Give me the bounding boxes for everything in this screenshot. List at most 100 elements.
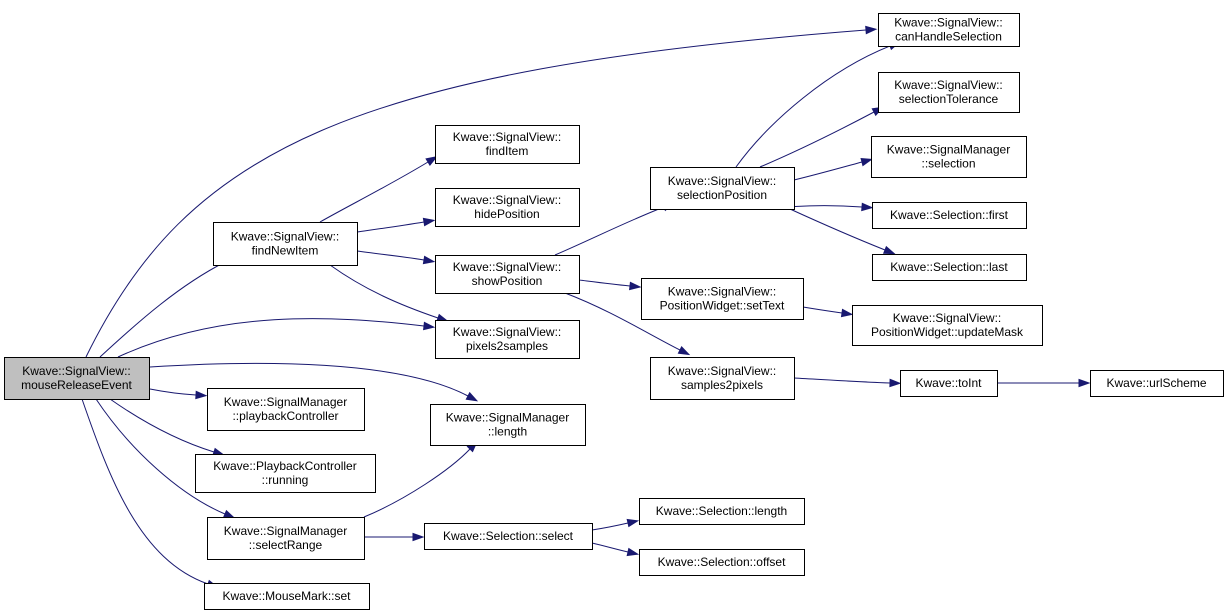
edge-root-to-pixels2samples — [117, 318, 436, 358]
edge-line — [759, 111, 875, 168]
node-label-line: selectionTolerance — [899, 92, 999, 106]
node-label-line: Kwave::Selection::offset — [658, 555, 787, 569]
node-label-line: ::selectRange — [249, 538, 323, 552]
edge-arrowhead — [840, 308, 854, 318]
edge-line — [591, 522, 629, 531]
node-urlScheme[interactable]: Kwave::urlScheme — [1090, 370, 1224, 397]
edge-arrowhead — [626, 518, 640, 528]
edge-findNewItem-to-showPosition — [356, 250, 436, 265]
edge-line — [793, 161, 863, 181]
edge-line — [85, 29, 867, 358]
node-label-line: Kwave::Selection::first — [890, 208, 1009, 222]
node-label-line: Kwave::SignalView:: — [453, 260, 562, 274]
edge-root-to-smLength — [149, 362, 479, 402]
node-box — [204, 583, 370, 610]
node-box — [872, 202, 1027, 229]
node-label-line: PositionWidget::setText — [660, 299, 785, 313]
node-label-line: Kwave::toInt — [915, 376, 982, 390]
edge-root-to-pcRunning — [109, 398, 226, 456]
node-selSelect[interactable]: Kwave::Selection::select — [424, 523, 593, 550]
node-box — [641, 278, 804, 320]
node-label-line: Kwave::PlaybackController — [213, 459, 356, 473]
node-pwUpdateMask[interactable]: Kwave::SignalView::PositionWidget::updat… — [852, 305, 1043, 346]
node-root[interactable]: Kwave::SignalView::mouseReleaseEvent — [4, 357, 150, 400]
edge-line — [356, 250, 425, 261]
node-label-line: Kwave::SignalView:: — [453, 193, 562, 207]
node-label-line: Kwave::SignalView:: — [893, 311, 1002, 325]
node-box — [424, 523, 593, 550]
node-samples2pixels[interactable]: Kwave::SignalView::samples2pixels — [650, 357, 795, 400]
node-box — [650, 357, 795, 400]
node-box — [435, 125, 580, 164]
node-toInt[interactable]: Kwave::toInt — [900, 370, 998, 397]
edge-line — [95, 398, 226, 515]
node-label-line: Kwave::Selection::last — [890, 260, 1008, 274]
node-box — [639, 549, 805, 576]
node-selLength[interactable]: Kwave::Selection::length — [639, 498, 805, 525]
node-label-line: Kwave::SignalView:: — [668, 174, 777, 188]
edge-arrowhead — [465, 391, 479, 402]
node-findNewItem[interactable]: Kwave::SignalView::findNewItem — [213, 222, 358, 266]
node-label-line: Kwave::SignalView:: — [668, 285, 777, 299]
edge-showPosition-to-pwSetText — [578, 279, 642, 291]
edge-line — [81, 398, 209, 585]
node-pcRunning[interactable]: Kwave::PlaybackController::running — [195, 454, 376, 493]
node-findItem[interactable]: Kwave::SignalView::findItem — [435, 125, 580, 164]
node-box — [435, 255, 580, 294]
node-box — [195, 454, 376, 493]
node-label-line: Kwave::Selection::length — [656, 504, 787, 518]
node-label-line: samples2pixels — [681, 378, 763, 392]
edge-toInt-to-urlScheme — [997, 378, 1091, 388]
node-box — [900, 370, 998, 397]
edge-line — [789, 208, 886, 251]
edge-selectRange-to-selSelect — [364, 532, 425, 542]
node-label-line: Kwave::SignalView:: — [231, 230, 340, 244]
node-box — [435, 188, 580, 227]
node-selFirst[interactable]: Kwave::Selection::first — [872, 202, 1027, 229]
node-label-line: pixels2samples — [466, 339, 548, 353]
node-label-line: PositionWidget::updateMask — [871, 325, 1024, 339]
edge-showPosition-to-samples2pixels — [564, 292, 691, 356]
node-label-line: Kwave::SignalManager — [224, 524, 347, 538]
edge-line — [564, 292, 681, 351]
node-smLength[interactable]: Kwave::SignalManager::length — [430, 404, 586, 446]
node-mmSet[interactable]: Kwave::MouseMark::set — [204, 583, 370, 610]
node-showPosition[interactable]: Kwave::SignalView::showPosition — [435, 255, 580, 294]
edge-selectionPosition-to-selLast — [789, 208, 896, 255]
edge-line — [319, 161, 429, 223]
node-selectRange[interactable]: Kwave::SignalManager::selectRange — [207, 517, 365, 560]
node-selOffset[interactable]: Kwave::Selection::offset — [639, 549, 805, 576]
node-playbackController[interactable]: Kwave::SignalManager::playbackController — [207, 388, 365, 431]
edge-arrowhead — [861, 202, 874, 212]
node-label-line: Kwave::SignalManager — [446, 411, 569, 425]
node-smSelection[interactable]: Kwave::SignalManager::selection — [871, 136, 1027, 178]
node-label-line: ::playbackController — [232, 409, 338, 423]
node-selLast[interactable]: Kwave::Selection::last — [872, 254, 1027, 281]
node-canHandleSelection[interactable]: Kwave::SignalView::canHandleSelection — [878, 13, 1020, 47]
node-pwSetText[interactable]: Kwave::SignalView::PositionWidget::setTe… — [641, 278, 804, 320]
node-label-line: Kwave::SignalView:: — [453, 325, 562, 339]
node-selectionTolerance[interactable]: Kwave::SignalView::selectionTolerance — [878, 72, 1020, 113]
node-hidePosition[interactable]: Kwave::SignalView::hidePosition — [435, 188, 580, 227]
node-pixels2samples[interactable]: Kwave::SignalView::pixels2samples — [435, 320, 580, 359]
edge-arrowhead — [195, 390, 208, 400]
edge-arrowhead — [425, 156, 438, 166]
edge-line — [363, 448, 471, 518]
node-label-line: selectionPosition — [677, 188, 767, 202]
edge-pwSetText-to-pwUpdateMask — [802, 306, 854, 318]
edge-line — [109, 398, 215, 453]
node-label-line: Kwave::SignalManager — [224, 395, 347, 409]
node-label-line: Kwave::Selection::select — [443, 529, 574, 543]
node-box — [878, 72, 1020, 113]
node-selectionPosition[interactable]: Kwave::SignalView::selectionPosition — [650, 167, 795, 210]
node-box — [872, 254, 1027, 281]
node-label-line: findNewItem — [252, 244, 319, 258]
call-graph-nodes: Kwave::SignalView::mouseReleaseEventKwav… — [4, 13, 1224, 610]
edge-root-to-mmSet — [81, 398, 219, 588]
edge-findNewItem-to-hidePosition — [356, 217, 436, 233]
edge-findNewItem-to-pixels2samples — [329, 264, 449, 322]
node-box — [213, 222, 358, 266]
edge-line — [149, 362, 469, 397]
node-box — [207, 517, 365, 560]
edge-line — [578, 279, 631, 287]
